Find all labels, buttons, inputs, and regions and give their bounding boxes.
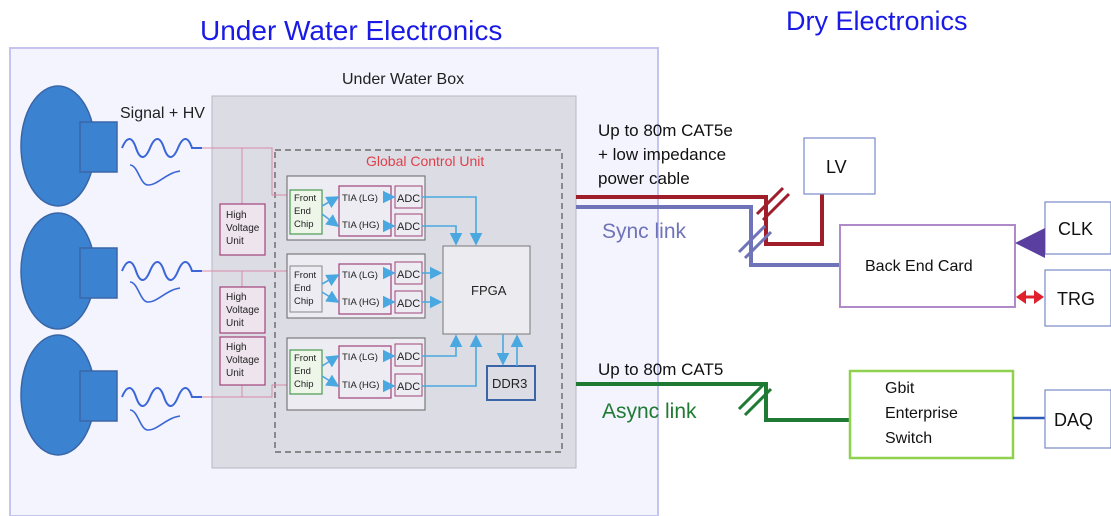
svg-text:Unit: Unit — [226, 236, 244, 247]
hv-wiring — [202, 147, 288, 398]
global-control-unit-label: Global Control Unit — [366, 153, 484, 169]
tia-block-1 — [338, 185, 392, 237]
tia-hg-3: TIA (HG) — [342, 380, 379, 391]
ddr3-label: DDR3 — [492, 376, 527, 391]
svg-text:ADC: ADC — [397, 221, 420, 233]
svg-text:High: High — [226, 210, 247, 221]
clk-label: CLK — [1058, 219, 1093, 239]
sync-cable-line-2: + low impedance — [598, 145, 726, 164]
svg-text:Unit: Unit — [226, 318, 244, 329]
pmt-1 — [20, 85, 118, 207]
sync-cable-line-3: power cable — [598, 169, 690, 188]
svg-text:Chip: Chip — [294, 296, 314, 307]
hv-unit-2: High Voltage Unit — [219, 286, 266, 334]
svg-text:ADC: ADC — [397, 298, 420, 310]
pmt-2 — [20, 212, 118, 330]
svg-text:Voltage: Voltage — [226, 305, 260, 316]
svg-text:End: End — [294, 366, 311, 377]
front-end-chip-2 — [289, 265, 323, 313]
clk-box — [1044, 201, 1111, 255]
pmt-3 — [20, 334, 118, 456]
under-water-box-label: Under Water Box — [342, 71, 464, 88]
async-cable-label: Up to 80m CAT5 — [598, 360, 723, 379]
front-end-chip-1 — [289, 189, 323, 235]
svg-text:Voltage: Voltage — [226, 355, 260, 366]
adc-to-fpga-arrows — [422, 196, 483, 387]
switch-line-1: Gbit — [885, 380, 915, 397]
ddr3-block — [486, 365, 536, 401]
trg-arrow — [1016, 290, 1044, 304]
trg-label: TRG — [1057, 289, 1095, 309]
svg-text:Front: Front — [294, 353, 317, 364]
front-end-chip-3 — [289, 349, 323, 395]
svg-text:Front: Front — [294, 193, 317, 204]
global-control-unit — [274, 149, 563, 453]
switch-line-2: Enterprise — [885, 405, 958, 422]
channel-board-3: Front End Chip TIA (LG) TIA (HG) ADC ADC — [286, 337, 426, 411]
tia-block-3 — [338, 345, 392, 399]
fpga-ddr3-arrows — [496, 334, 524, 366]
svg-text:Chip: Chip — [294, 219, 314, 230]
channel-board-1: Front End Chip TIA (LG) TIA (HG) ADC ADC — [286, 175, 426, 241]
async-link-label: Async link — [602, 400, 697, 423]
sync-link-cables — [576, 186, 840, 267]
daq-box — [1044, 389, 1111, 449]
svg-text:End: End — [294, 283, 311, 294]
trg-box — [1044, 269, 1111, 327]
signal-hv-label: Signal + HV — [120, 105, 205, 122]
internal-signal-arrows — [321, 190, 396, 393]
tia-hg-2: TIA (HG) — [342, 297, 379, 308]
tia-hg-1: TIA (HG) — [342, 220, 379, 231]
svg-text:Chip: Chip — [294, 379, 314, 390]
lv-box — [803, 137, 876, 195]
back-end-card-label: Back End Card — [865, 258, 973, 275]
lv-label: LV — [826, 157, 847, 177]
dry-title: Dry Electronics — [786, 6, 968, 36]
tia-lg-2: TIA (LG) — [342, 270, 378, 281]
svg-text:End: End — [294, 206, 311, 217]
back-end-card — [839, 224, 1016, 308]
svg-text:ADC: ADC — [397, 381, 420, 393]
signal-waveforms — [121, 138, 202, 431]
daq-label: DAQ — [1054, 410, 1093, 430]
svg-text:Unit: Unit — [226, 368, 244, 379]
gbit-switch — [848, 369, 1015, 460]
switch-line-3: Switch — [885, 430, 932, 447]
under-water-title: Under Water Electronics — [200, 15, 502, 46]
channel-board-2: Front End Chip TIA (LG) TIA (HG) ADC ADC — [286, 253, 426, 319]
svg-text:High: High — [226, 292, 247, 303]
fpga-label: FPGA — [471, 283, 507, 298]
tia-block-2 — [338, 263, 392, 315]
hv-unit-1: High Voltage Unit — [219, 203, 266, 256]
svg-text:High: High — [226, 342, 247, 353]
svg-text:Front: Front — [294, 270, 317, 281]
async-link-cable — [576, 381, 850, 422]
sync-link-label: Sync link — [602, 220, 687, 243]
svg-text:ADC: ADC — [397, 351, 420, 363]
svg-text:Voltage: Voltage — [226, 223, 260, 234]
svg-text:ADC: ADC — [397, 269, 420, 281]
svg-text:ADC: ADC — [397, 193, 420, 205]
hv-unit-3: High Voltage Unit — [219, 336, 266, 386]
tia-lg-1: TIA (LG) — [342, 193, 378, 204]
fpga-block — [442, 245, 531, 335]
tia-lg-3: TIA (LG) — [342, 352, 378, 363]
sync-cable-line-1: Up to 80m CAT5e — [598, 121, 733, 140]
